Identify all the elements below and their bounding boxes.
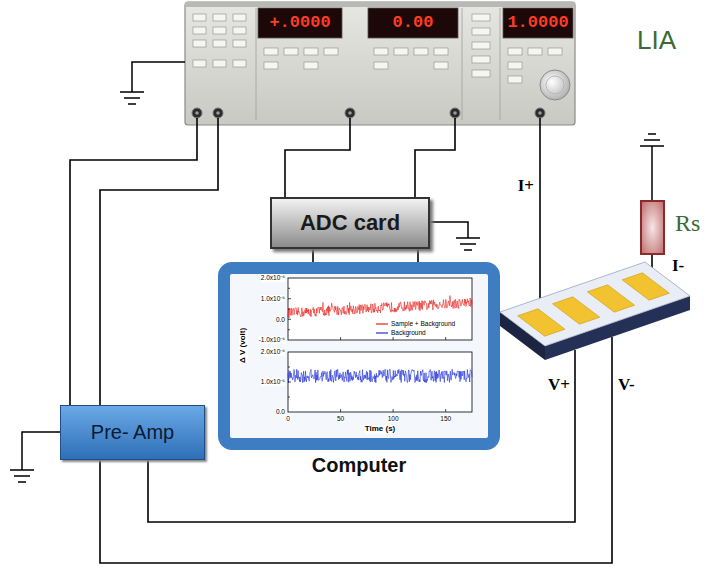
signal-name: V+ — [548, 376, 570, 395]
computer-frame: Computer — [218, 262, 500, 450]
resistor-symbol: Rs — [640, 200, 665, 255]
node-label: Pre- Amp — [91, 421, 174, 444]
axis-tick: 1.0x10⁻⁶ — [261, 295, 285, 302]
display-reading: 1.0000 — [507, 14, 568, 33]
signal-name: V- — [618, 376, 635, 395]
legend-line — [376, 329, 389, 337]
display-reading: 0.00 — [393, 14, 434, 33]
axis-tick: 0.0 — [276, 316, 285, 323]
legend-sample — [376, 323, 388, 324]
node-label: ADC card — [300, 210, 400, 235]
pre-amp-box: Pre- Amp — [60, 405, 205, 460]
axis-tick: 2.0x10⁻⁶ — [261, 348, 285, 355]
noise-chart — [222, 266, 496, 446]
noise-trace — [288, 296, 472, 319]
sample-bar — [500, 262, 690, 360]
legend-text: Sample + Background — [391, 320, 455, 327]
ground-symbols — [10, 62, 664, 482]
legend-row: Background — [376, 329, 426, 337]
axis-tick: 1.0x10⁻⁶ — [261, 378, 285, 385]
wire-connector — [417, 249, 419, 262]
signal-name: I- — [672, 257, 684, 276]
display-reading: +.0000 — [269, 14, 330, 33]
signal-name: I+ — [518, 177, 534, 196]
wire-connector — [312, 249, 314, 262]
axis-tick: 50 — [337, 415, 344, 422]
axis-tick: -1.0x10⁻⁶ — [259, 336, 285, 343]
wire-connector — [100, 125, 218, 405]
axis-tick: 2.0x10⁻⁶ — [261, 274, 285, 281]
axis-tick: 100 — [388, 415, 399, 422]
axis-tick: 0.0 — [276, 408, 285, 415]
legend-line — [376, 320, 389, 328]
node-label: Rs — [675, 210, 700, 238]
wire-connector — [285, 125, 350, 197]
legend-sample — [376, 332, 388, 333]
legend-row: Sample + Background — [376, 320, 455, 328]
axis-tick: 0 — [286, 415, 290, 422]
axis-title: Δ V (volt) — [240, 327, 249, 362]
wire-connector — [70, 125, 197, 405]
axis-title: Time (s) — [365, 425, 396, 434]
legend-text: Background — [391, 329, 426, 336]
lock-in-amplifier-drawing — [185, 2, 575, 125]
adc-card-box: ADC card — [270, 197, 430, 249]
node-label: LIA — [637, 26, 676, 56]
wire-connector — [415, 125, 455, 197]
axis-tick: 150 — [440, 415, 451, 422]
noise-trace — [288, 369, 472, 382]
node-label: Computer — [312, 454, 406, 477]
